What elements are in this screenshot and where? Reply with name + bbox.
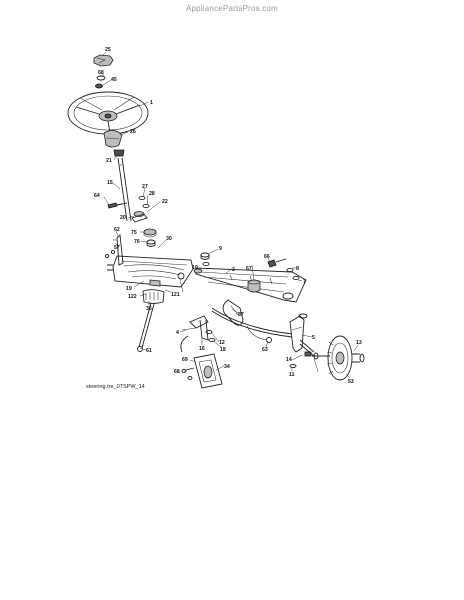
callout-122: 122 (128, 294, 137, 300)
callout-16: 16 (199, 346, 205, 352)
callout-121: 121 (171, 292, 180, 298)
callout-12: 12 (219, 340, 225, 346)
callout-67: 67 (246, 266, 252, 272)
callout-leader-lines (101, 51, 359, 379)
callout-21: 21 (106, 158, 112, 164)
pinion-gear-part (143, 228, 157, 247)
callout-45: 45 (111, 77, 117, 83)
steering-shaft-part (117, 157, 132, 222)
callout-87: 87 (238, 312, 244, 318)
callout-63: 63 (262, 347, 268, 353)
callout-13: 13 (356, 340, 362, 346)
callout-27: 27 (142, 184, 148, 190)
tie-rod-part (211, 307, 293, 343)
callout-53: 53 (348, 379, 354, 385)
callout-35: 35 (146, 306, 152, 312)
left-spindle-part (180, 315, 216, 353)
callout-64: 64 (94, 193, 100, 199)
callout-9: 9 (219, 246, 222, 252)
callout-labels: 25 68 45 1 26 21 15 27 64 28 22 20 75 76… (94, 47, 362, 385)
callout-1: 1 (150, 100, 153, 106)
callout-28: 28 (149, 191, 155, 197)
steering-wheel-part (67, 91, 149, 135)
callout-14: 14 (286, 357, 292, 363)
diagram-caption: steering.tre_0TSPW_14 (86, 384, 145, 390)
steering-wheel-fastener-part (95, 75, 106, 89)
shaft-washer-set-part (131, 195, 150, 223)
front-wheel-part (326, 335, 365, 381)
callout-68: 68 (98, 70, 104, 76)
callout-7: 7 (303, 279, 306, 285)
callout-15: 15 (107, 180, 113, 186)
callout-68-lower: 68 (174, 369, 180, 375)
right-spindle-part (289, 313, 315, 357)
callout-62: 62 (114, 227, 120, 233)
watermark: AppliancePartsPros.com (186, 4, 278, 13)
callout-34: 34 (224, 364, 230, 370)
hub-hardware-part (289, 351, 330, 368)
steering-support-plate-part (107, 255, 194, 288)
steering-boot-part (103, 130, 123, 148)
axle-bushing-part (247, 279, 261, 293)
callout-61: 61 (146, 348, 152, 354)
callout-5: 5 (312, 335, 315, 341)
callout-4: 4 (176, 330, 179, 336)
callout-76: 76 (134, 239, 140, 245)
callout-19: 19 (126, 286, 132, 292)
callout-66: 66 (264, 254, 270, 260)
callout-11: 11 (289, 372, 295, 378)
adjustment-plate-part (181, 353, 223, 389)
steering-cap-part (93, 54, 114, 67)
steering-bracket-part (104, 234, 124, 266)
callout-25: 25 (105, 47, 111, 53)
callout-20: 20 (120, 215, 126, 221)
callout-75: 75 (131, 230, 137, 236)
callout-57: 57 (114, 245, 120, 251)
sector-gear-part (142, 289, 165, 304)
callout-10: 10 (192, 265, 198, 271)
callout-22: 22 (162, 199, 168, 205)
shaft-bolt-part (107, 202, 128, 209)
callout-8: 8 (296, 266, 299, 272)
callout-18: 18 (220, 347, 226, 353)
callout-30: 30 (166, 236, 172, 242)
steering-bushing-part (113, 149, 125, 157)
callout-2: 2 (232, 267, 235, 273)
callout-26: 26 (130, 129, 136, 135)
callout-69: 69 (182, 357, 188, 363)
